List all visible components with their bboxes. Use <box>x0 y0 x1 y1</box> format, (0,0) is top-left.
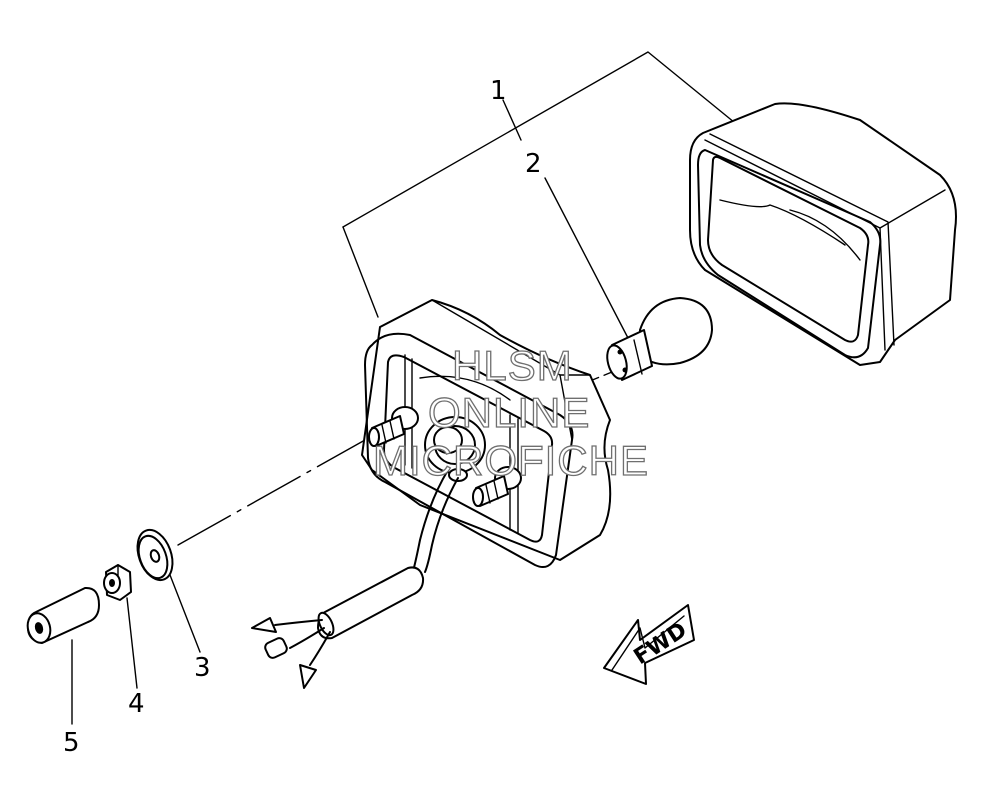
collar <box>26 586 100 644</box>
washer <box>136 528 174 582</box>
leader-line-part-4 <box>126 597 138 689</box>
stud-right <box>472 466 522 507</box>
part-label-5: 5 <box>63 728 80 758</box>
fwd-direction-arrow: FWD <box>603 604 695 685</box>
tail-light-housing <box>361 299 612 568</box>
watermark-line-1: HLSM <box>452 342 573 389</box>
leader-line-part-2 <box>544 177 629 339</box>
tail-light-lens <box>689 102 957 366</box>
leader-line-part-3 <box>169 574 201 653</box>
bulb <box>606 297 713 381</box>
wiring-harness <box>251 469 459 689</box>
assembly-axis-line <box>177 439 366 546</box>
leader-lines-part-1 <box>342 51 741 318</box>
part-label-3: 3 <box>194 653 211 683</box>
watermark-line-2: ONLINE <box>428 389 590 436</box>
watermark: HLSM ONLINE MICROFICHE <box>372 341 649 484</box>
part-label-2: 2 <box>525 149 542 179</box>
stud-left <box>368 406 419 447</box>
nut <box>103 564 132 601</box>
part-label-1: 1 <box>490 76 507 106</box>
part-label-4: 4 <box>128 689 145 719</box>
watermark-line-3: MICROFICHE <box>373 437 649 484</box>
